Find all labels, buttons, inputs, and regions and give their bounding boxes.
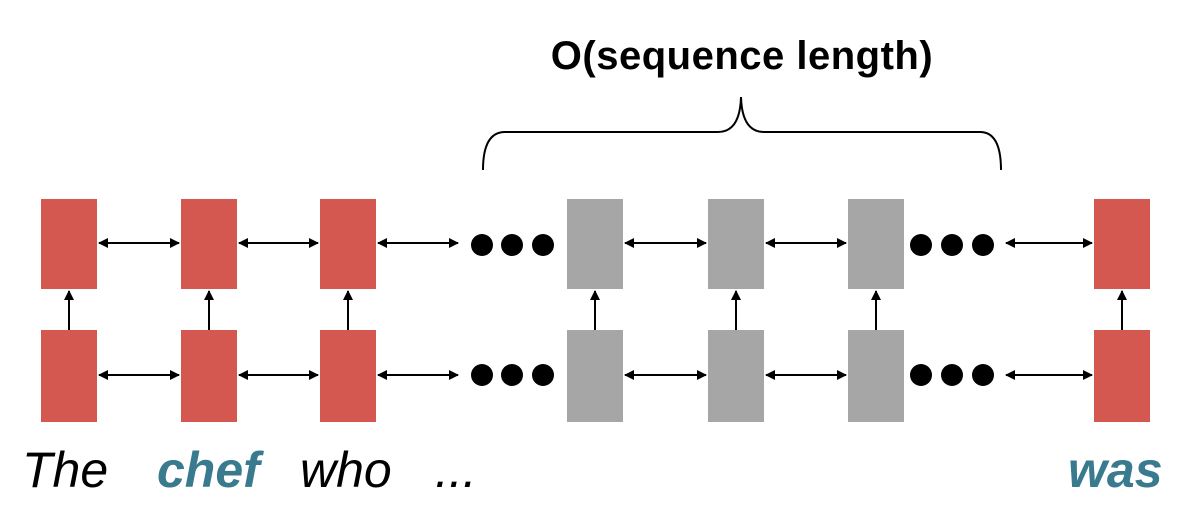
cell-top-5 xyxy=(708,199,764,289)
cell-bottom-7 xyxy=(1094,330,1150,422)
ellipsis-dots-top-right xyxy=(910,234,994,256)
word-ellipsis: ... xyxy=(435,442,477,498)
ellipsis-dots-top-left xyxy=(471,234,554,256)
cell-top-7 xyxy=(1094,199,1150,289)
cell-bottom-1 xyxy=(41,330,97,422)
brace xyxy=(482,96,1002,171)
cell-top-3 xyxy=(320,199,376,289)
cell-top-4 xyxy=(567,199,623,289)
cell-bottom-3 xyxy=(320,330,376,422)
cell-top-2 xyxy=(181,199,237,289)
word-chef: chef xyxy=(157,442,260,498)
cell-bottom-2 xyxy=(181,330,237,422)
word-who: who xyxy=(300,442,392,498)
cell-bottom-5 xyxy=(708,330,764,422)
cell-top-6 xyxy=(848,199,904,289)
cell-bottom-6 xyxy=(848,330,904,422)
complexity-title: O(sequence length) xyxy=(550,34,934,78)
word-was: was xyxy=(1068,442,1163,498)
word-the: The xyxy=(22,442,109,498)
cell-bottom-4 xyxy=(567,330,623,422)
ellipsis-dots-bottom-left xyxy=(471,364,554,386)
cell-top-1 xyxy=(41,199,97,289)
ellipsis-dots-bottom-right xyxy=(910,364,994,386)
